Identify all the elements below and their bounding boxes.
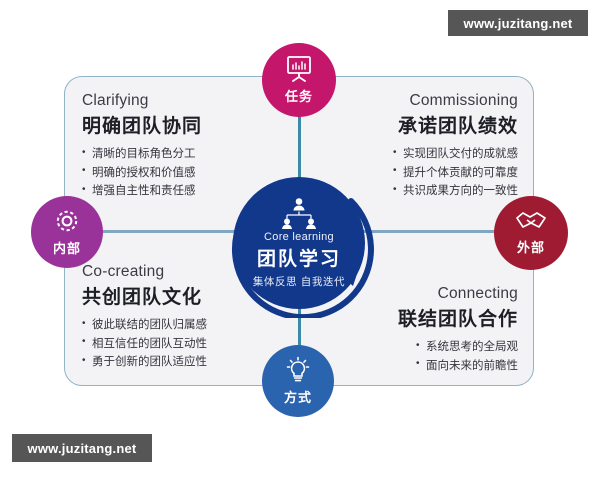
quadrant-bullet-list: 清晰的目标角色分工 明确的授权和价值感 增强自主性和责任感 <box>82 145 202 201</box>
quadrant-bullet-list: 彼此联结的团队归属感 相互信任的团队互动性 勇于创新的团队适应性 <box>82 316 207 372</box>
core-english-label: Core learning <box>264 231 334 243</box>
quadrant-english-title: Co-creating <box>82 263 165 280</box>
badge-method[interactable]: 方式 <box>262 345 334 417</box>
list-item: 共识成果方向的一致性 <box>393 182 518 201</box>
lightbulb-icon <box>286 356 310 382</box>
watermark-top-right: www.juzitang.net <box>448 10 588 36</box>
quadrant-english-title: Connecting <box>437 285 518 302</box>
gear-icon <box>56 210 78 232</box>
quadrant-chinese-title: 联结团队合作 <box>397 309 518 330</box>
list-item: 提升个体贡献的可靠度 <box>393 163 518 183</box>
list-item: 清晰的目标角色分工 <box>82 145 202 164</box>
list-item: 彼此联结的团队归属感 <box>82 316 207 335</box>
quadrant-connecting: Connecting 联结团队合作 系统思考的全局观 面向未来的前瞻性 <box>398 285 518 375</box>
badge-label: 方式 <box>283 390 312 405</box>
badge-task[interactable]: 任务 <box>262 43 336 117</box>
presentation-chart-icon <box>287 56 311 82</box>
quadrant-co-creating: Co-creating 共创团队文化 彼此联结的团队归属感 相互信任的团队互动性… <box>82 263 207 372</box>
quadrant-english-title: Clarifying <box>82 92 149 109</box>
core-chinese-label: 团队学习 <box>256 249 341 270</box>
core-disc: Core learning 团队学习 集体反思 自我迭代 <box>233 177 365 309</box>
badge-internal[interactable]: 内部 <box>31 196 103 268</box>
badge-label: 外部 <box>516 240 545 255</box>
core-learning-circle: Core learning 团队学习 集体反思 自我迭代 <box>220 168 378 318</box>
badge-label: 内部 <box>52 241 81 256</box>
badge-label: 任务 <box>284 89 313 104</box>
team-hierarchy-icon <box>282 198 316 229</box>
quadrant-clarifying: Clarifying 明确团队协同 清晰的目标角色分工 明确的授权和价值感 增强… <box>82 92 202 201</box>
quadrant-chinese-title: 明确团队协同 <box>82 116 203 137</box>
quadrant-chinese-title: 共创团队文化 <box>82 287 203 308</box>
list-item: 相互信任的团队互动性 <box>82 334 207 354</box>
quadrant-bullet-list: 实现团队交付的成就感 提升个体贡献的可靠度 共识成果方向的一致性 <box>393 145 518 201</box>
quadrant-commissioning: Commissioning 承诺团队绩效 实现团队交付的成就感 提升个体贡献的可… <box>393 92 518 201</box>
core-subtitle: 集体反思 自我迭代 <box>252 276 346 288</box>
list-item: 勇于创新的团队适应性 <box>82 353 207 372</box>
quadrant-english-title: Commissioning <box>409 92 518 109</box>
badge-external[interactable]: 外部 <box>494 196 568 270</box>
quadrant-bullet-list: 系统思考的全局观 面向未来的前瞻性 <box>416 338 518 375</box>
list-item: 系统思考的全局观 <box>416 338 518 357</box>
watermark-bottom-left: www.juzitang.net <box>12 434 152 462</box>
list-item: 实现团队交付的成就感 <box>393 145 518 164</box>
list-item: 面向未来的前瞻性 <box>416 356 518 376</box>
list-item: 明确的授权和价值感 <box>82 163 202 183</box>
quadrant-chinese-title: 承诺团队绩效 <box>397 116 518 137</box>
list-item: 增强自主性和责任感 <box>82 182 202 201</box>
handshake-icon <box>516 212 546 228</box>
